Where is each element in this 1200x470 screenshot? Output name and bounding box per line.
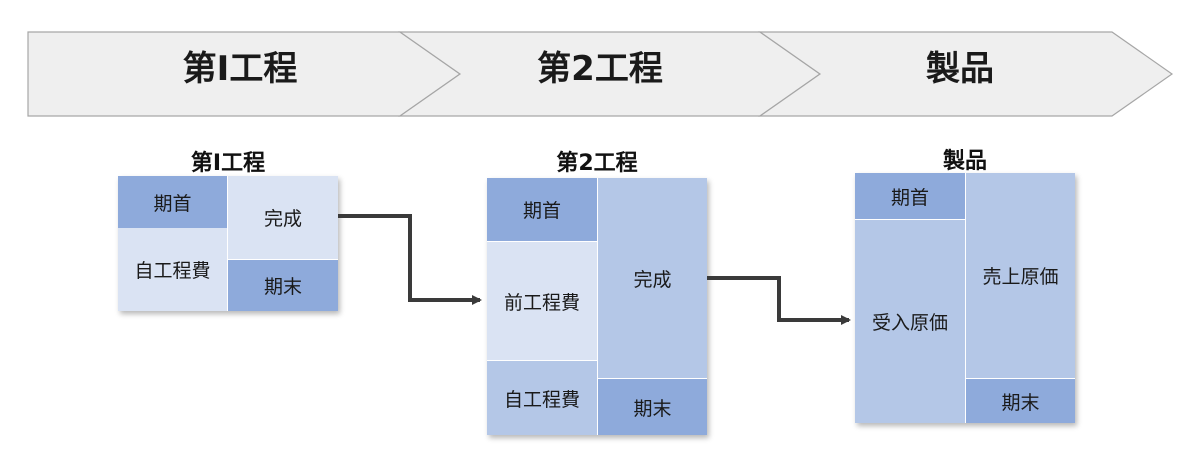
account-title-product: 製品 [942,149,987,174]
product-cost-of-sales-cell: 売上原価 [965,173,1075,378]
chevron-label-stage-1: 第Ⅰ工程 [182,49,298,89]
connector-arrow-2 [707,276,851,325]
process-flow-chevrons [27,31,1174,117]
process2-completed-cell: 完成 [597,178,707,378]
process2-prior-process-cost-cell: 前工程費 [487,241,597,360]
process1-own-cost-cell: 自工程費 [118,228,228,311]
product-ending-cell: 期末 [965,378,1075,423]
account-title-process2: 第2工程 [556,151,638,176]
process2-own-cost-cell: 自工程費 [487,360,597,435]
process1-ending-cell: 期末 [228,259,338,311]
process2-beginning-cell: 期首 [487,178,597,241]
process1-completed-cell: 完成 [228,176,338,259]
product-received-cost-cell: 受入原価 [855,219,965,423]
account-box-product: 期首 受入原価 売上原価 期末 [855,173,1075,423]
process1-beginning-cell: 期首 [118,176,228,228]
account-title-process1: 第Ⅰ工程 [190,151,266,176]
chevron-label-stage-3: 製品 [926,49,994,89]
chevron-label-stage-2: 第2工程 [537,49,663,89]
connector-arrow-1 [338,214,482,305]
account-box-process2: 期首 前工程費 自工程費 完成 期末 [487,178,707,435]
product-beginning-cell: 期首 [855,173,965,219]
chevron-stage-3 [758,31,1174,117]
account-box-process1: 期首 自工程費 完成 期末 [118,176,338,311]
process2-ending-cell: 期末 [597,378,707,435]
